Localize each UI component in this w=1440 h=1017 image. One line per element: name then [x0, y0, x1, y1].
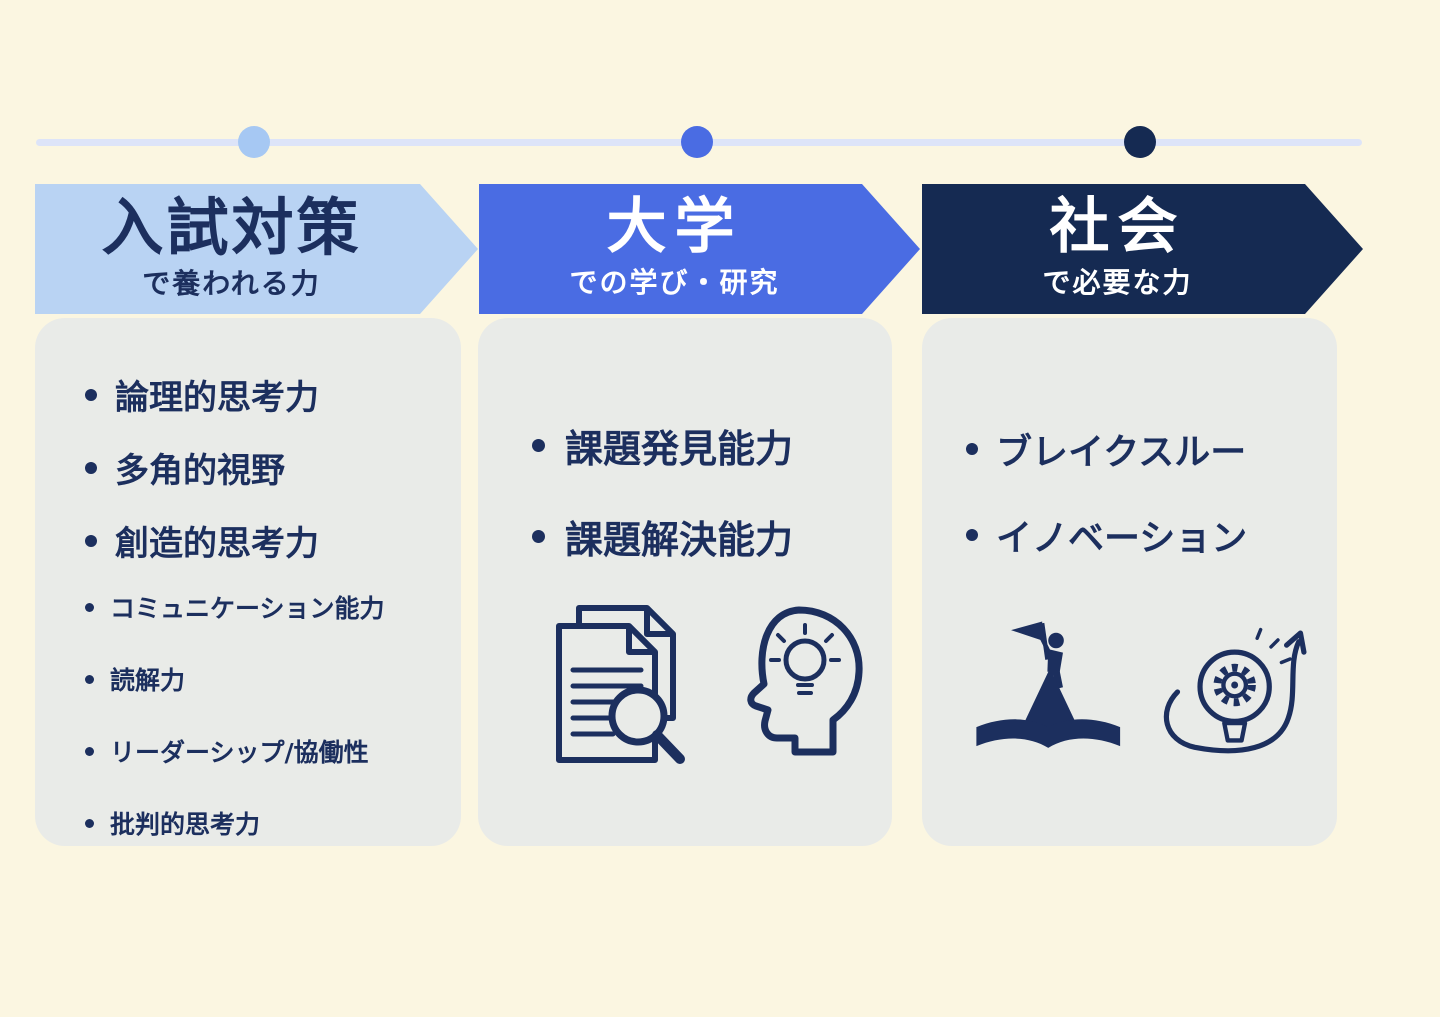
banner-society-title: 社会 — [1049, 191, 1186, 262]
banner-university: 大学 での学び・研究 — [479, 184, 920, 314]
list-item: リーダーシップ/協働性 — [85, 733, 435, 769]
banner-exam: 入試対策 で養われる力 — [35, 184, 478, 314]
banner-exam-subtitle: で養われる力 — [142, 267, 321, 301]
banner-exam-title: 入試対策 — [101, 190, 362, 264]
card-society: ブレイクスルー イノベーション — [922, 318, 1337, 846]
banner-university-title: 大学 — [606, 191, 743, 262]
list-item: ブレイクスルー — [966, 423, 1319, 475]
summit-flag-book-icon — [976, 621, 1121, 748]
timeline-dot-university — [681, 126, 713, 158]
university-list: 課題発見能力 課題解決能力 — [532, 418, 874, 564]
society-list: ブレイクスルー イノベーション — [966, 423, 1319, 561]
timeline-dot-exam — [238, 126, 270, 158]
banner-society-subtitle: で必要な力 — [1042, 266, 1193, 300]
list-item: 批判的思考力 — [85, 805, 435, 841]
timeline-dot-society — [1124, 126, 1156, 158]
gear-lightbulb-arrow-icon — [1163, 627, 1307, 754]
document-magnifier-icon — [556, 605, 685, 764]
banner-university-subtitle: での学び・研究 — [569, 266, 780, 300]
list-item: 論理的思考力 — [85, 370, 435, 419]
banner-society: 社会 で必要な力 — [922, 184, 1363, 314]
list-item: 創造的思考力 — [85, 516, 435, 565]
head-lightbulb-icon — [747, 606, 863, 756]
card-university: 課題発見能力 課題解決能力 — [478, 318, 892, 846]
list-item: 多角的視野 — [85, 443, 435, 492]
list-item: コミュニケーション能力 — [85, 589, 435, 625]
list-item: 課題解決能力 — [532, 509, 874, 564]
card-exam: 論理的思考力 多角的視野 創造的思考力 コミュニケーション能力 読解力 リーダー… — [35, 318, 461, 846]
society-icons — [966, 601, 1319, 769]
university-icons — [532, 600, 874, 768]
exam-primary-list: 論理的思考力 多角的視野 創造的思考力 — [85, 370, 435, 565]
exam-secondary-list: コミュニケーション能力 読解力 リーダーシップ/協働性 批判的思考力 — [85, 589, 435, 841]
list-item: イノベーション — [966, 509, 1319, 561]
list-item: 読解力 — [85, 661, 435, 697]
list-item: 課題発見能力 — [532, 418, 874, 473]
